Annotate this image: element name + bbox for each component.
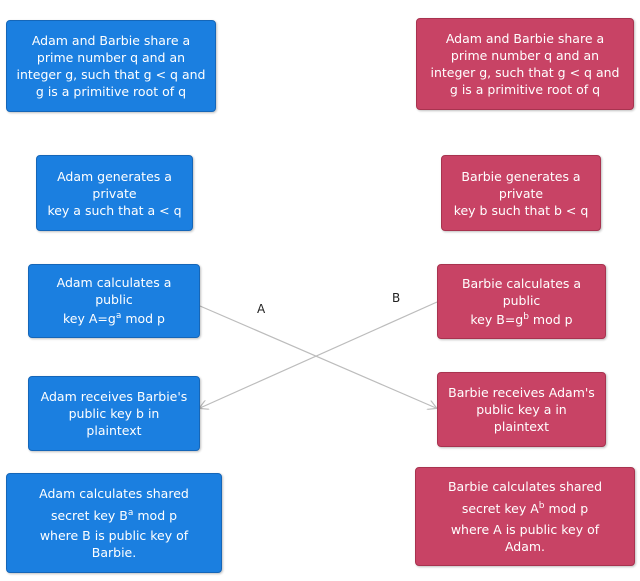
adam-step-receive-key: Adam receives Barbie's public key b in p…: [28, 376, 200, 451]
barbie-step-receive-key: Barbie receives Adam's public key a in p…: [437, 372, 606, 447]
label-a: A: [257, 302, 266, 316]
adam-step-public-key: Adam calculates a public key A=ga mod p: [28, 264, 200, 338]
adam-step-shared-secret: Adam calculates shared secret key Ba mod…: [6, 473, 222, 573]
adam-step-private-key: Adam generates a private key a such that…: [36, 155, 193, 231]
adam-step-shared-params: Adam and Barbie share a prime number q a…: [6, 20, 216, 112]
barbie-step-shared-params: Adam and Barbie share a prime number q a…: [416, 18, 634, 110]
label-b: B: [392, 291, 401, 305]
barbie-step-public-key: Barbie calculates a public key B=gb mod …: [437, 264, 606, 339]
barbie-step-private-key: Barbie generates a private key b such th…: [441, 155, 601, 231]
arrow-b-to-adam: [200, 301, 438, 408]
arrow-a-to-barbie: [199, 305, 436, 408]
barbie-step-shared-secret: Barbie calculates shared secret key Ab m…: [415, 467, 635, 566]
